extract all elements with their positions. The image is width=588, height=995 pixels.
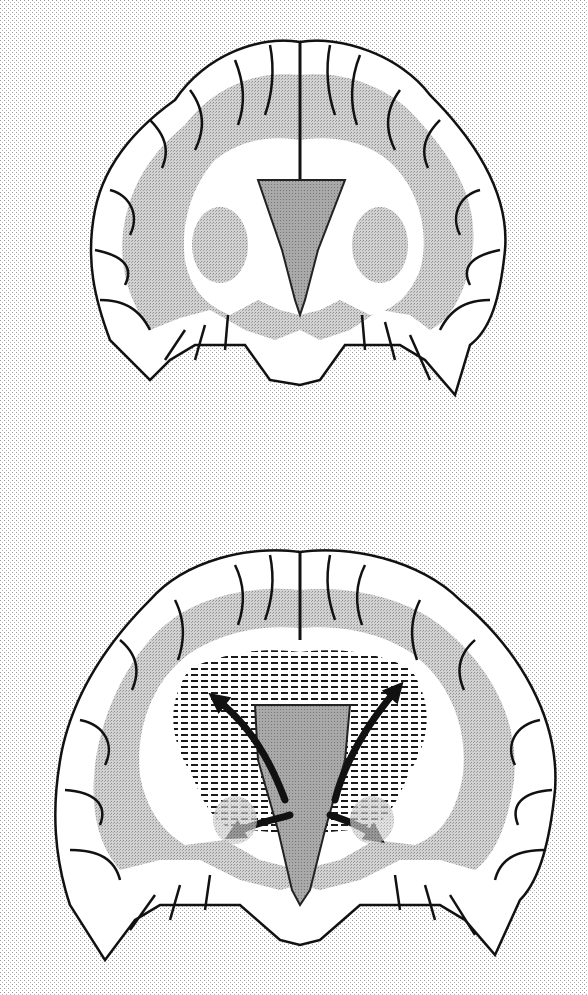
top-basal-ganglia-left (192, 207, 248, 283)
bottom-basal-ganglia-right (350, 796, 394, 844)
top-basal-ganglia-right (352, 207, 408, 283)
bottom-basal-ganglia-left (213, 796, 257, 844)
